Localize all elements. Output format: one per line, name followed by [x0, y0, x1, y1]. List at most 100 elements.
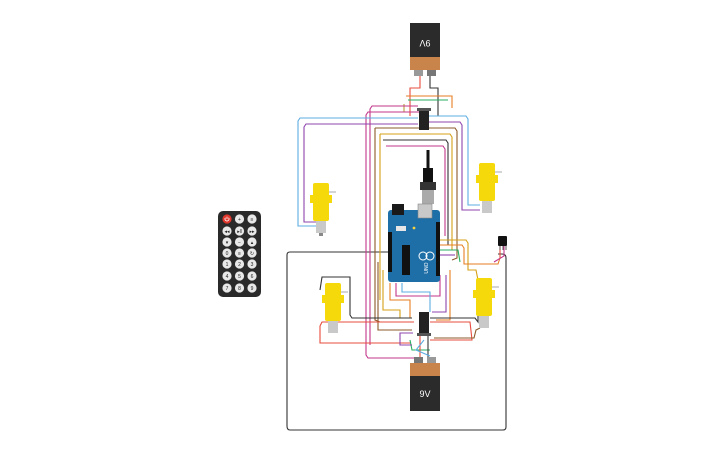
- battery-top: 9V: [410, 23, 440, 76]
- play-pause-icon: [234, 226, 245, 236]
- header-left: [388, 232, 392, 272]
- digit-icon: [222, 283, 232, 293]
- ir-receiver: [498, 236, 507, 250]
- repeat-icon: [247, 248, 257, 258]
- digit-icon: [222, 271, 232, 281]
- remote-button-label: 4: [226, 274, 229, 280]
- battery-bottom-copper: [410, 363, 440, 376]
- motor-driver-top: [417, 108, 431, 130]
- motor-bottom-right: [473, 278, 499, 328]
- remote-button-label: 9: [251, 286, 254, 292]
- up-icon: [247, 237, 257, 247]
- led-icon: [412, 226, 416, 230]
- rewind-icon: [222, 226, 232, 236]
- motor-left: [310, 183, 336, 236]
- remote-button-label: ▸▸: [249, 229, 255, 235]
- func-icon: [247, 214, 257, 224]
- remote-button: 8: [234, 283, 245, 293]
- digit-icon: [247, 259, 257, 269]
- arduino-board: UNO: [388, 150, 440, 282]
- battery-top-terminal-pos: [414, 70, 423, 76]
- remote-button: 1: [222, 259, 232, 269]
- remote-button-label: 0: [226, 251, 229, 257]
- remote-button: ↻: [247, 248, 257, 258]
- remote-button: ▸‖: [234, 226, 245, 236]
- remote-button: ≡: [234, 248, 245, 258]
- remote-button: 3: [247, 259, 257, 269]
- motor-bottom-left-can: [328, 321, 338, 333]
- battery-bottom-terminal-neg: [414, 357, 423, 363]
- remote-button: ≡: [247, 214, 257, 224]
- eq-icon: [234, 248, 245, 258]
- digit-icon: [247, 283, 257, 293]
- remote-button: 0: [222, 248, 232, 258]
- battery-bottom-terminal-pos: [427, 357, 436, 363]
- motor-bottom-left: [322, 283, 348, 333]
- down-icon: [222, 237, 232, 247]
- remote-button-label: 1: [226, 262, 229, 268]
- remote-button-label: ▴: [251, 240, 254, 246]
- digit-icon: [222, 248, 232, 258]
- remote-button: 5: [234, 271, 245, 281]
- power-glyph: [224, 216, 230, 222]
- power-jack: [392, 204, 404, 215]
- remote-button: +: [234, 214, 245, 224]
- arduino-logo-icon: [418, 251, 428, 261]
- remote-button: 6: [247, 271, 257, 281]
- remote-button: ▸▸: [247, 226, 257, 236]
- remote-button: 7: [222, 283, 232, 293]
- remote-button-label: +: [238, 217, 241, 223]
- atmega-chip: [402, 245, 410, 275]
- battery-top-body: [410, 23, 440, 57]
- vol-plus-icon: [234, 214, 245, 224]
- reset-button: [396, 226, 406, 231]
- remote-button-label: 7: [226, 286, 229, 292]
- digit-icon: [247, 271, 257, 281]
- wires: [286, 75, 507, 431]
- remote-button-label: 5: [238, 274, 241, 280]
- remote-button: ▾: [222, 237, 232, 247]
- battery-top-terminal-neg: [427, 70, 436, 76]
- remote-button-label: ▸‖: [237, 229, 242, 235]
- battery-top-copper: [410, 57, 440, 70]
- remote-button: −: [234, 237, 245, 247]
- digit-icon: [234, 283, 245, 293]
- remote-button: [222, 214, 232, 224]
- fast-forward-icon: [247, 226, 257, 236]
- remote-button-label: ≡: [251, 217, 254, 223]
- remote-button-label: 6: [251, 274, 254, 280]
- usb-port: [417, 203, 433, 219]
- driver-top-chip: [419, 110, 429, 130]
- motor-left-can: [316, 221, 326, 233]
- vol-minus-icon: [234, 237, 245, 247]
- remote-button: ▴: [247, 237, 257, 247]
- remote-button: 2: [234, 259, 245, 269]
- remote-button: ◂◂: [222, 226, 232, 236]
- digit-icon: [234, 259, 245, 269]
- battery-bottom-label: 9V: [419, 389, 430, 399]
- motor-right-top: [476, 163, 502, 213]
- motor-right-top-can: [482, 201, 492, 213]
- motor-driver-bottom: [417, 312, 431, 336]
- arduino-label: UNO: [424, 262, 430, 273]
- arduino-pcb: [388, 210, 440, 282]
- remote-button-label: ▾: [226, 240, 229, 246]
- battery-bottom: 9V: [410, 357, 440, 411]
- header-right: [436, 222, 440, 276]
- remote-button: 9: [247, 283, 257, 293]
- remote-button: 4: [222, 271, 232, 281]
- digit-icon: [222, 259, 232, 269]
- battery-bottom-body: [410, 376, 440, 411]
- driver-bottom-chip: [419, 312, 429, 334]
- remote-button-label: ↻: [250, 251, 254, 257]
- remote-button-label: −: [238, 240, 241, 246]
- digit-icon: [234, 271, 245, 281]
- motor-bottom-right-can: [479, 316, 489, 328]
- remote-button-label: 2: [238, 262, 241, 268]
- ir-receiver-body: [498, 236, 507, 246]
- remote-button-label: ◂◂: [224, 229, 230, 235]
- remote-button-label: 8: [238, 286, 241, 292]
